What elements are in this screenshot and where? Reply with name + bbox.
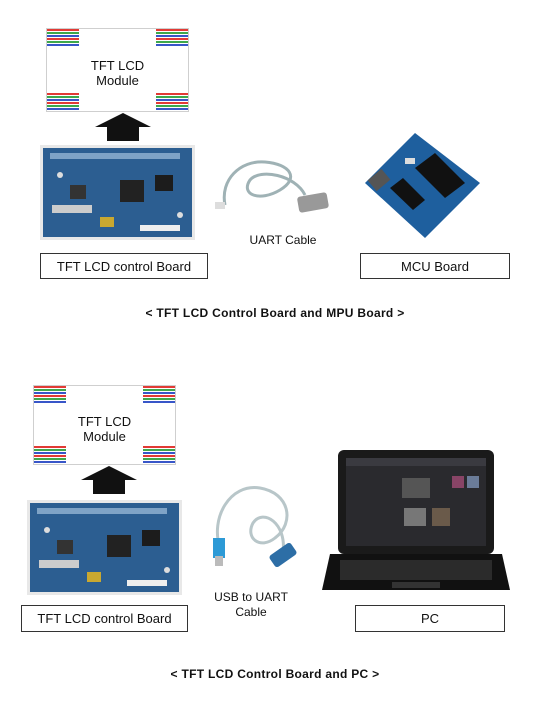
lcd-module-label: TFT LCD Module [47, 58, 188, 88]
rgb-strip [47, 29, 79, 51]
usb-uart-label-line2: Cable [235, 605, 267, 619]
rgb-strip [34, 386, 66, 408]
bottom-caption: < TFT LCD Control Board and PC > [170, 667, 380, 681]
bottom-lcd-module: TFT LCD Module [33, 385, 176, 465]
top-control-board-label: TFT LCD control Board [40, 253, 208, 279]
lcd-module-label: TFT LCD Module [34, 414, 175, 444]
bottom-control-board-label: TFT LCD control Board [21, 605, 188, 632]
usb-uart-label-line1: USB to UART [214, 590, 288, 604]
uart-cable-label: UART Cable [249, 233, 317, 247]
control-board-image [27, 500, 182, 595]
uart-cable-image [215, 160, 329, 213]
rgb-strip [34, 446, 66, 468]
rgb-strip [156, 93, 188, 115]
up-arrow-icon [95, 113, 151, 141]
control-board-image [40, 145, 195, 240]
pc-label: PC [355, 605, 505, 632]
top-lcd-module: TFT LCD Module [46, 28, 189, 112]
rgb-strip [143, 386, 175, 408]
lcd-label-line1: TFT LCD [77, 414, 132, 429]
usb-uart-cable-image [213, 486, 297, 568]
lcd-label-line2: Module [83, 429, 126, 444]
up-arrow-icon [81, 466, 137, 494]
usb-uart-cable-label: USB to UART Cable [206, 590, 296, 620]
pc-laptop-image [322, 450, 510, 590]
lcd-label-line2: Module [96, 73, 139, 88]
mcu-board-label: MCU Board [360, 253, 510, 279]
mcu-board-image [365, 133, 480, 238]
rgb-strip [47, 93, 79, 115]
lcd-label-line1: TFT LCD [90, 58, 145, 73]
rgb-strip [156, 29, 188, 51]
top-caption: < TFT LCD Control Board and MPU Board > [145, 306, 405, 320]
rgb-strip [143, 446, 175, 468]
